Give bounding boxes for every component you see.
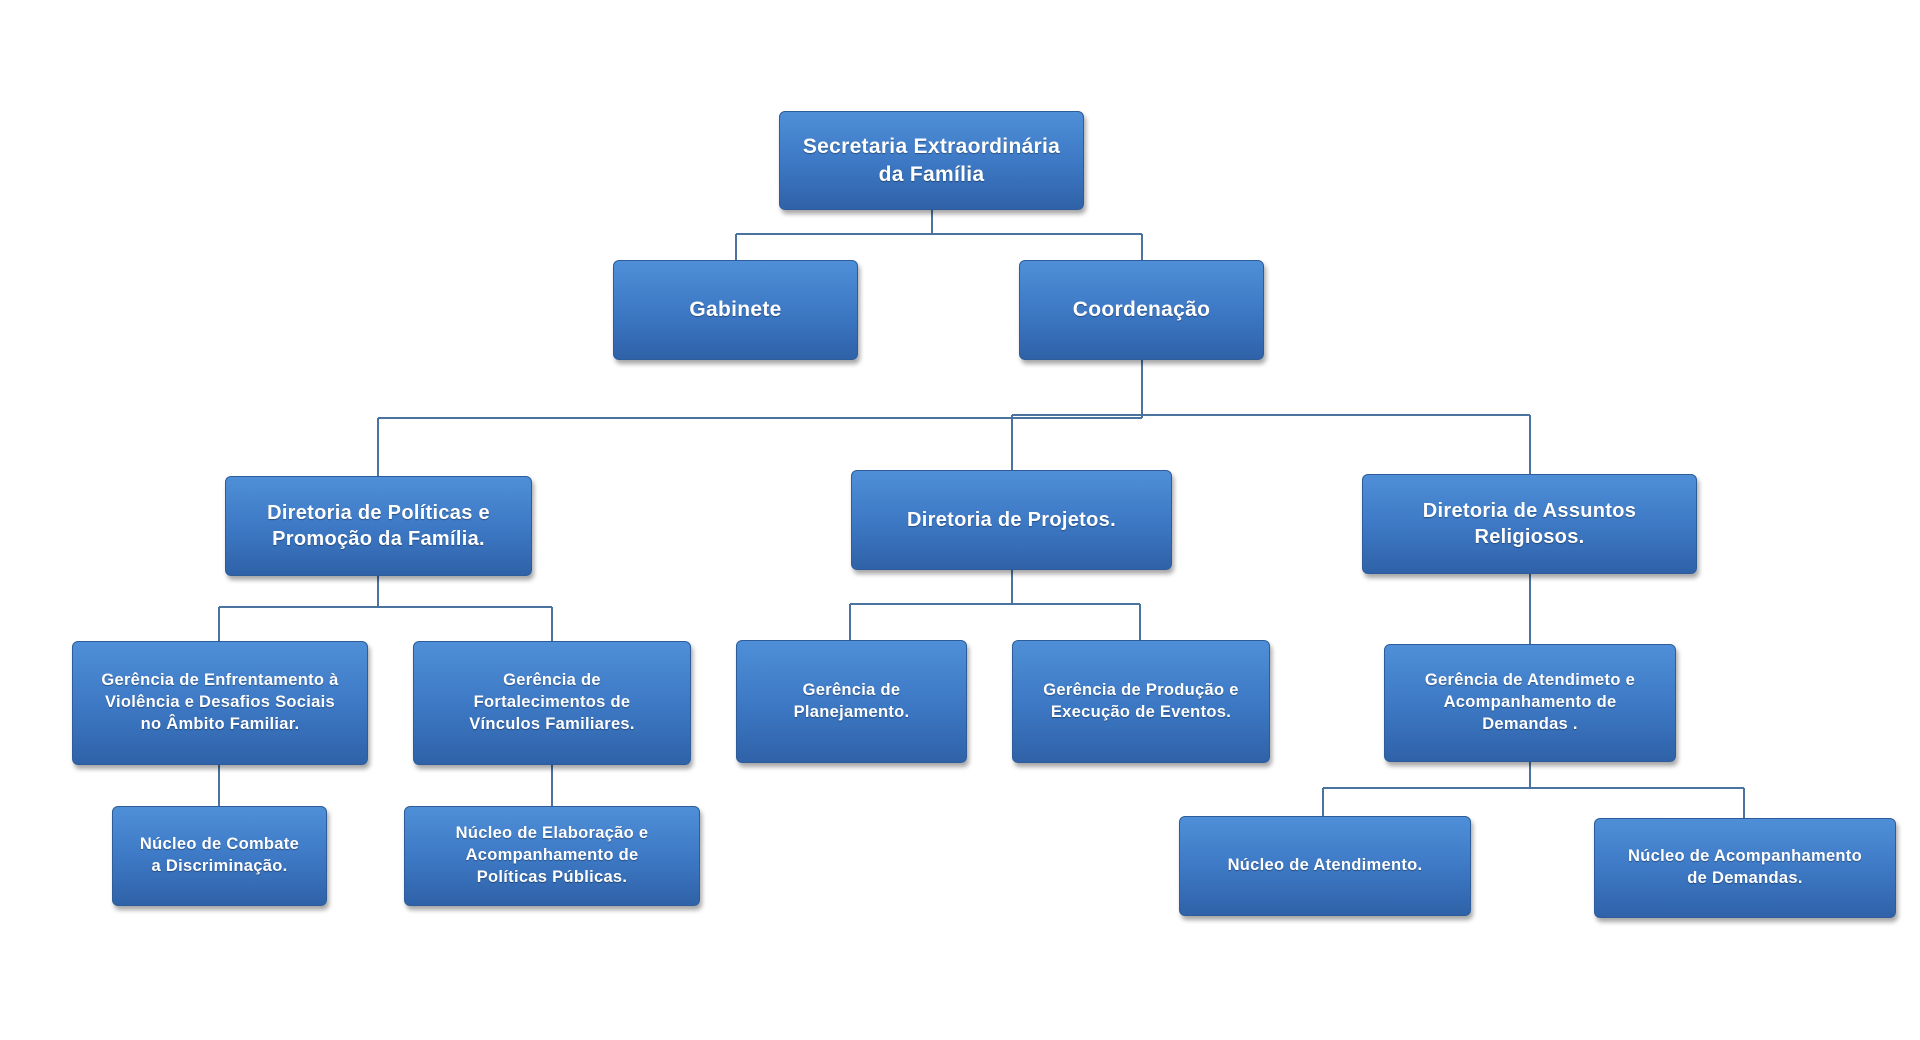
node-nucleo-discriminacao: Núcleo de Combate a Discriminação. <box>112 806 327 906</box>
node-gerencia-enfrentamento: Gerência de Enfrentamento à Violência e … <box>72 641 368 765</box>
node-diretoria-projetos: Diretoria de Projetos. <box>851 470 1172 570</box>
node-gerencia-atendimento: Gerência de Atendimeto e Acompanhamento … <box>1384 644 1676 762</box>
node-gerencia-eventos: Gerência de Produção e Execução de Event… <box>1012 640 1270 763</box>
node-nucleo-politicas: Núcleo de Elaboração e Acompanhamento de… <box>404 806 700 906</box>
node-gerencia-planejamento: Gerência de Planejamento. <box>736 640 967 763</box>
node-gabinete: Gabinete <box>613 260 858 360</box>
node-secretaria: Secretaria Extraordinária da Família <box>779 111 1084 210</box>
node-diretoria-religiosos: Diretoria de Assuntos Religiosos. <box>1362 474 1697 574</box>
node-nucleo-demandas: Núcleo de Acompanhamento de Demandas. <box>1594 818 1896 918</box>
node-diretoria-politicas: Diretoria de Políticas e Promoção da Fam… <box>225 476 532 576</box>
node-coordenacao: Coordenação <box>1019 260 1264 360</box>
node-nucleo-atendimento: Núcleo de Atendimento. <box>1179 816 1471 916</box>
node-gerencia-fortalecimento: Gerência de Fortalecimentos de Vínculos … <box>413 641 691 765</box>
